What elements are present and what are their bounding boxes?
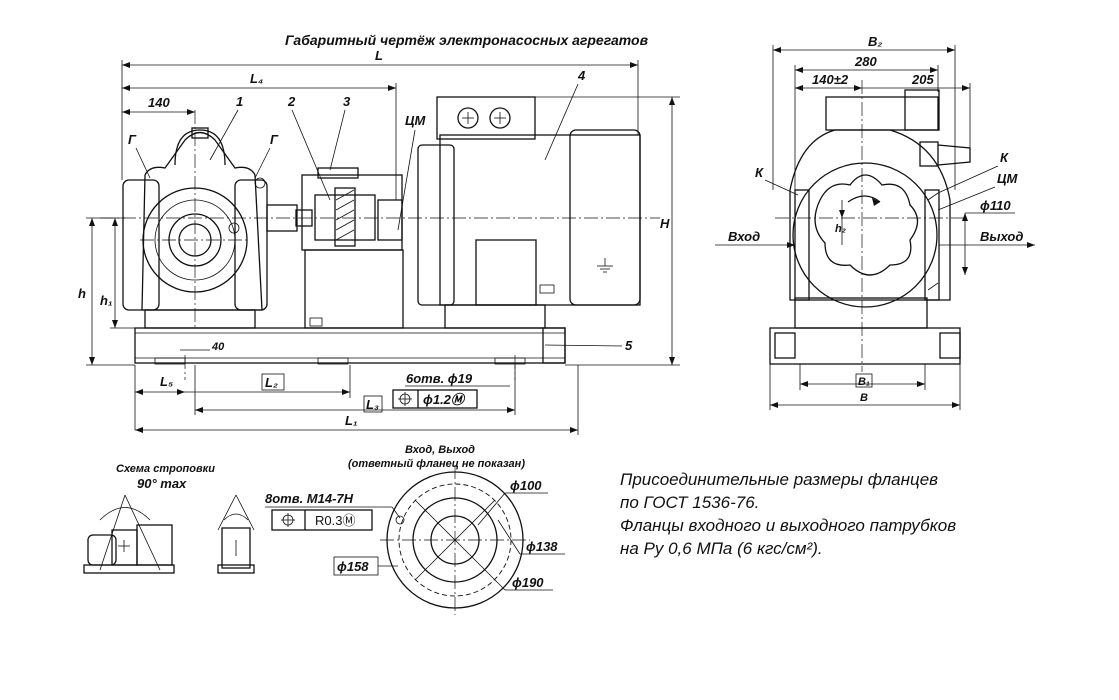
flange-subtitle: (ответный фланец не показан) (348, 458, 525, 470)
dim-205: 205 (911, 72, 934, 87)
flange-tolerance: R0.3Ⓜ (315, 513, 355, 528)
callout-3: 3 (343, 94, 351, 109)
tolerance-frame (392, 389, 478, 409)
note-line: на Ру 0,6 МПа (6 кгс/см²). (620, 539, 823, 558)
flange-holes: 8отв. М14-7Н (265, 491, 354, 506)
dim-h2: h₂ (835, 223, 846, 235)
flange-tolerance-frame (271, 509, 373, 531)
flange-phi190: ϕ190 (512, 575, 544, 590)
label-K-right: К (1000, 150, 1009, 165)
callout-G-left: Г (128, 132, 137, 147)
dim-L2: L₂ (265, 375, 278, 390)
dim-h1: h₁ (100, 293, 113, 308)
callout-1: 1 (236, 94, 243, 109)
label-CM-side: ЦМ (997, 171, 1018, 186)
drawing-title: Габаритный чертёж электронасосных агрега… (285, 32, 649, 48)
dim-L5: L₅ (160, 374, 173, 389)
flange-phi138: ϕ138 (526, 539, 558, 554)
dim-40: 40 (211, 341, 225, 353)
dim-H: H (660, 216, 670, 231)
dim-L: L (375, 48, 383, 63)
flange-note: Присоединительные размеры фланцев по ГОС… (620, 468, 1080, 560)
dim-B1: B₁ (858, 376, 870, 388)
flange-phi100: ϕ100 (510, 478, 542, 493)
coupling-guard (301, 167, 404, 329)
callout-4: 4 (577, 68, 586, 83)
sling-angle: 90° max (137, 476, 187, 491)
dim-B: B (860, 392, 868, 404)
dim-140: 140 (148, 95, 170, 110)
flange-title: Вход, Выход (405, 444, 475, 456)
dim-L3: L₃ (366, 397, 379, 412)
flange-view: Вход, Выход (ответный фланец не показан)… (265, 444, 565, 615)
electric-motor (417, 96, 641, 329)
note-line: Фланцы входного и выходного патрубков (620, 516, 957, 535)
callout-2: 2 (287, 94, 296, 109)
dim-B2: B₂ (868, 34, 882, 49)
callout-G-right: Г (270, 132, 279, 147)
dim-L4: L₄ (250, 71, 263, 86)
label-inlet: Вход (728, 229, 760, 244)
sling-scheme: Схема строповки 90° max (83, 463, 255, 574)
sling-title: Схема строповки (116, 463, 215, 475)
front-view: L L₄ 140 1 2 3 4 5 Г Г ЦМ H (78, 48, 680, 435)
pump-body (122, 127, 313, 329)
callout-5: 5 (625, 338, 633, 353)
label-K-left: К (755, 165, 764, 180)
label-outlet: Выход (980, 229, 1023, 244)
callout-CM: ЦМ (405, 113, 426, 128)
holes-label: 6отв. ϕ19 (406, 371, 473, 386)
note-line: по ГОСТ 1536-76. (620, 493, 760, 512)
dim-140-2: 140±2 (812, 72, 849, 87)
dim-280: 280 (854, 54, 877, 69)
flange-phi158: ϕ158 (337, 559, 369, 574)
tolerance-value: ϕ1.2Ⓜ (423, 392, 466, 407)
dim-L1: L₁ (345, 413, 358, 428)
note-line: Присоединительные размеры фланцев (620, 470, 939, 489)
dim-phi110: ϕ110 (980, 198, 1011, 213)
dim-h: h (78, 286, 86, 301)
side-view: B₂ 280 140±2 205 К К ЦМ ϕ110 h₂ (715, 34, 1035, 410)
